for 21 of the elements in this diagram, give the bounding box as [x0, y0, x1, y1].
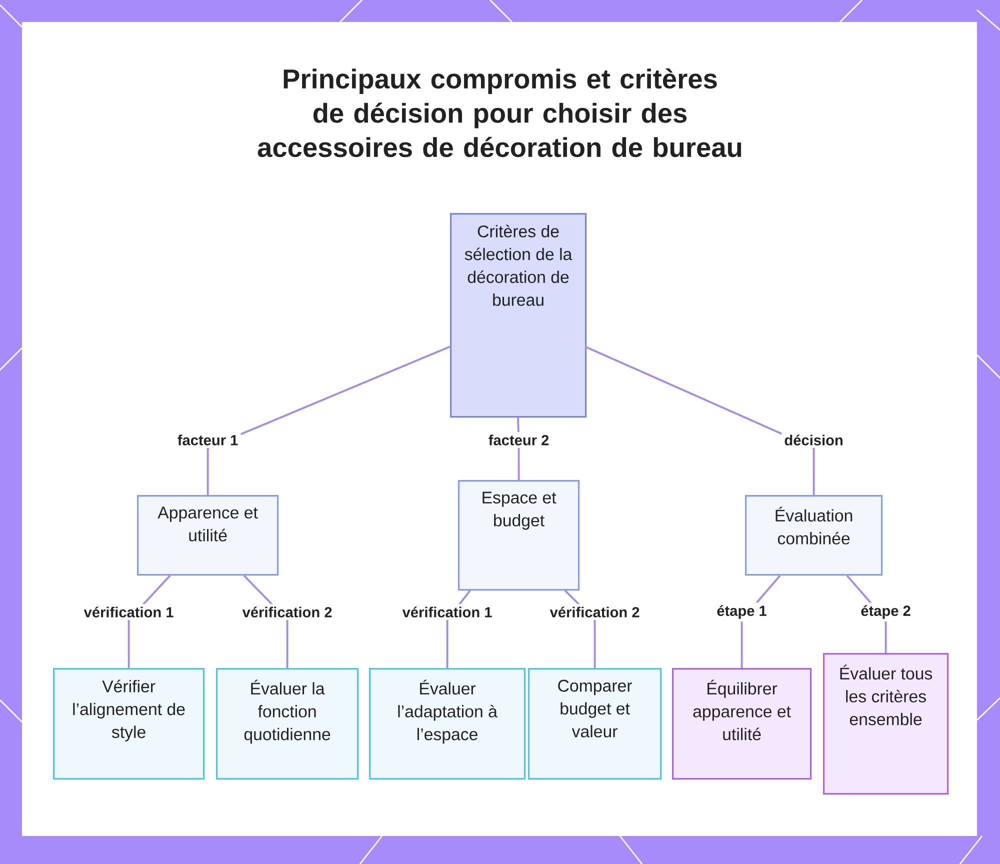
title: Principaux compromis et critères de décision pour choisir des accessoires de décoration de bureau [258, 68, 742, 158]
factor-box: Évaluation combinée [745, 495, 883, 576]
connector [206, 346, 450, 495]
step-box: Évaluer tous les critères ensemble [823, 653, 949, 795]
edge-label: vérification 2 [240, 604, 335, 620]
check-box: Comparer budget et valeur [528, 668, 662, 780]
edge-label: vérification 1 [400, 604, 495, 620]
factor-box: Espace et budget [458, 480, 580, 591]
edge-label: vérification 1 [81, 604, 176, 620]
check-box: Évaluer la fonction quotidienne [216, 668, 359, 780]
check-box: Vérifier l’alignement de style [53, 668, 205, 780]
edge-label: facteur 2 [486, 432, 552, 448]
edge-label: décision [782, 432, 846, 448]
edge-label: vérification 2 [547, 604, 642, 620]
step-box: Équilibrer apparence et utilité [672, 668, 812, 780]
edge-label: étape 1 [714, 602, 770, 622]
edge-label: étape 2 [858, 602, 914, 622]
factor-box: Apparence et utilité [137, 495, 279, 576]
edge-label: facteur 1 [174, 432, 241, 448]
check-box: Évaluer l’adaptation à l’espace [369, 668, 526, 780]
criteria-box: Critères de sélection de la décoration de bureau [450, 213, 587, 418]
